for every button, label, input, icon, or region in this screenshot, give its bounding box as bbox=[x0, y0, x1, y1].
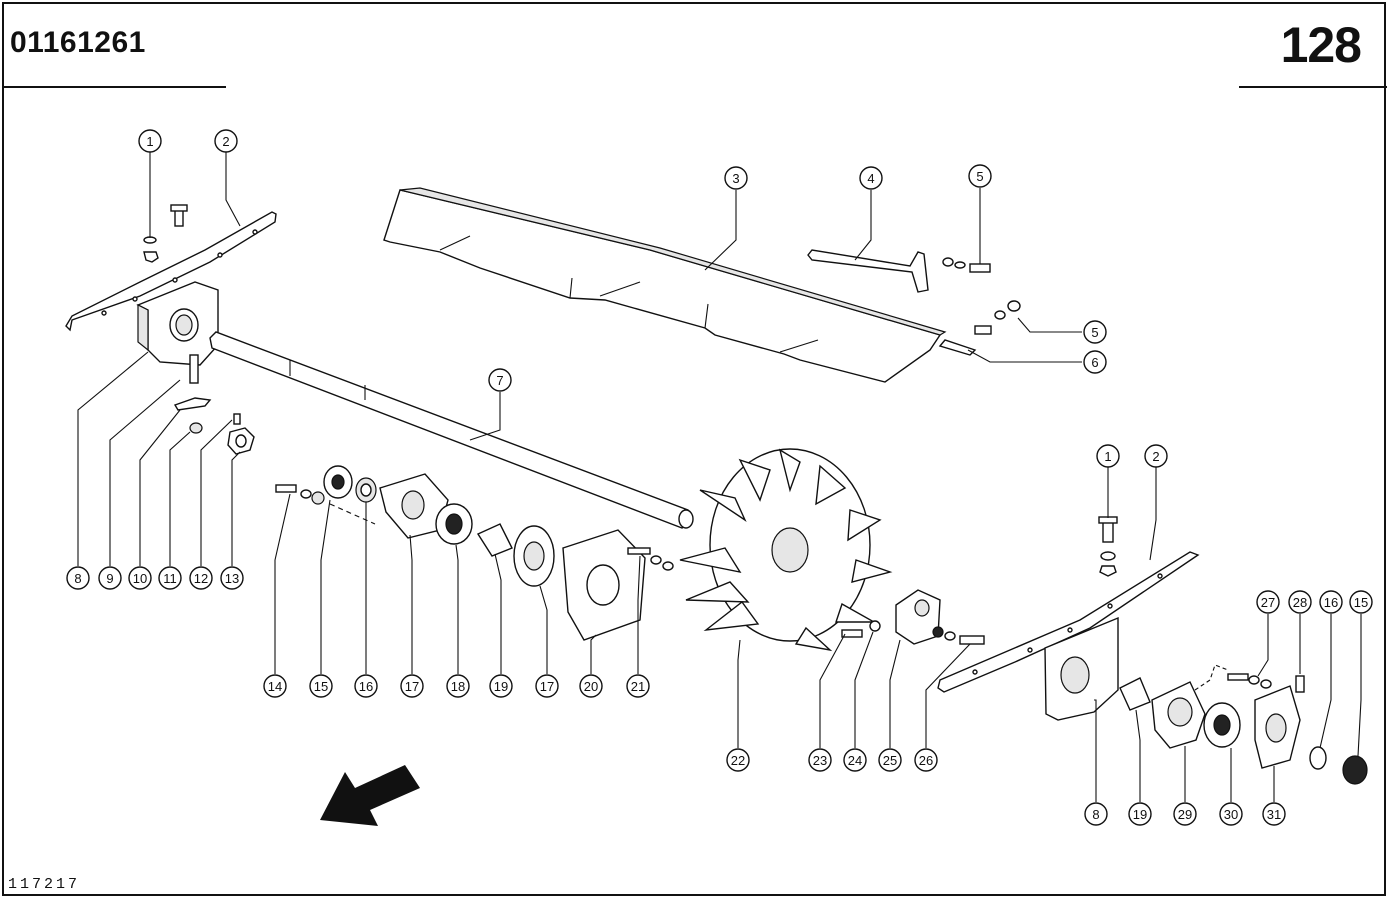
callout-label: 14 bbox=[268, 679, 282, 694]
callout-27: 27 bbox=[1256, 590, 1280, 614]
callout-label: 19 bbox=[1133, 807, 1147, 822]
callout-label: 4 bbox=[867, 171, 874, 186]
header-rule-right bbox=[1239, 86, 1387, 88]
callout-label: 15 bbox=[1354, 595, 1368, 610]
callout-label: 31 bbox=[1267, 807, 1281, 822]
callout-13: 13 bbox=[220, 566, 244, 590]
callout-label: 26 bbox=[919, 753, 933, 768]
callout-label: 20 bbox=[584, 679, 598, 694]
callout-label: 25 bbox=[883, 753, 897, 768]
callout-label: 27 bbox=[1261, 595, 1275, 610]
callout-2: 2 bbox=[1144, 444, 1168, 468]
part-number: 01161261 bbox=[10, 26, 146, 59]
callout-label: 2 bbox=[1152, 449, 1159, 464]
callout-20: 20 bbox=[579, 674, 603, 698]
callout-7: 7 bbox=[488, 368, 512, 392]
callout-label: 28 bbox=[1293, 595, 1307, 610]
left-bearing-bracket bbox=[65, 211, 277, 366]
callout-label: 24 bbox=[848, 753, 862, 768]
callout-16: 16 bbox=[354, 674, 378, 698]
callout-label: 8 bbox=[74, 571, 81, 586]
right-bearing-stack bbox=[1119, 664, 1368, 785]
drive-shaft bbox=[209, 331, 694, 529]
callout-label: 30 bbox=[1224, 807, 1238, 822]
callout-label: 15 bbox=[314, 679, 328, 694]
callout-label: 7 bbox=[496, 373, 503, 388]
callout-label: 5 bbox=[976, 169, 983, 184]
callout-25: 25 bbox=[878, 748, 902, 772]
callout-9: 9 bbox=[98, 566, 122, 590]
callout-6: 6 bbox=[1083, 350, 1107, 374]
callout-30: 30 bbox=[1219, 802, 1243, 826]
callout-21: 21 bbox=[626, 674, 650, 698]
callout-label: 21 bbox=[631, 679, 645, 694]
callout-label: 8 bbox=[1092, 807, 1099, 822]
callout-18: 18 bbox=[446, 674, 470, 698]
support-strap bbox=[807, 249, 1021, 356]
upper-hood-panel bbox=[383, 187, 947, 383]
callout-label: 16 bbox=[359, 679, 373, 694]
callout-label: 6 bbox=[1091, 355, 1098, 370]
callout-label: 23 bbox=[813, 753, 827, 768]
callout-label: 19 bbox=[494, 679, 508, 694]
callout-label: 1 bbox=[1104, 449, 1111, 464]
callout-14: 14 bbox=[263, 674, 287, 698]
callout-1: 1 bbox=[1096, 444, 1120, 468]
callout-24: 24 bbox=[843, 748, 867, 772]
callout-label: 13 bbox=[225, 571, 239, 586]
callout-label: 16 bbox=[1324, 595, 1338, 610]
header-rule-left bbox=[4, 86, 226, 88]
callout-label: 29 bbox=[1178, 807, 1192, 822]
callout-16: 16 bbox=[1319, 590, 1343, 614]
callout-29: 29 bbox=[1173, 802, 1197, 826]
callout-label: 17 bbox=[540, 679, 554, 694]
callout-12: 12 bbox=[189, 566, 213, 590]
callout-5: 5 bbox=[1083, 320, 1107, 344]
callout-31: 31 bbox=[1262, 802, 1286, 826]
fan-impeller bbox=[679, 448, 893, 652]
callout-1: 1 bbox=[138, 129, 162, 153]
callout-label: 22 bbox=[731, 753, 745, 768]
callout-label: 1 bbox=[146, 134, 153, 149]
callout-28: 28 bbox=[1288, 590, 1312, 614]
callout-label: 5 bbox=[1091, 325, 1098, 340]
callout-label: 11 bbox=[163, 571, 177, 586]
callout-2: 2 bbox=[214, 129, 238, 153]
callout-label: 2 bbox=[222, 134, 229, 149]
callout-label: 12 bbox=[194, 571, 208, 586]
left-bearing-stack bbox=[275, 465, 674, 641]
callout-label: 18 bbox=[451, 679, 465, 694]
callout-17: 17 bbox=[535, 674, 559, 698]
callout-17: 17 bbox=[400, 674, 424, 698]
callout-19: 19 bbox=[489, 674, 513, 698]
leader-lines bbox=[77, 152, 1362, 802]
callout-label: 9 bbox=[106, 571, 113, 586]
callout-15: 15 bbox=[1349, 590, 1373, 614]
page-number: 128 bbox=[1280, 17, 1362, 73]
callout-26: 26 bbox=[914, 748, 938, 772]
direction-arrow-icon bbox=[320, 765, 420, 826]
left-bolt-set bbox=[143, 204, 255, 455]
callout-23: 23 bbox=[808, 748, 832, 772]
callout-8: 8 bbox=[66, 566, 90, 590]
callout-4: 4 bbox=[859, 166, 883, 190]
callout-10: 10 bbox=[128, 566, 152, 590]
figure-id: 117217 bbox=[8, 876, 81, 893]
callout-19: 19 bbox=[1128, 802, 1152, 826]
callout-label: 10 bbox=[133, 571, 147, 586]
callout-label: 3 bbox=[732, 171, 739, 186]
callout-label: 17 bbox=[405, 679, 419, 694]
callout-22: 22 bbox=[726, 748, 750, 772]
right-bearing-bracket bbox=[937, 516, 1200, 721]
callout-15: 15 bbox=[309, 674, 333, 698]
callout-3: 3 bbox=[724, 166, 748, 190]
callout-5: 5 bbox=[968, 164, 992, 188]
fan-hub-bolts bbox=[841, 589, 985, 645]
callout-8: 8 bbox=[1084, 802, 1108, 826]
callout-11: 11 bbox=[158, 566, 182, 590]
